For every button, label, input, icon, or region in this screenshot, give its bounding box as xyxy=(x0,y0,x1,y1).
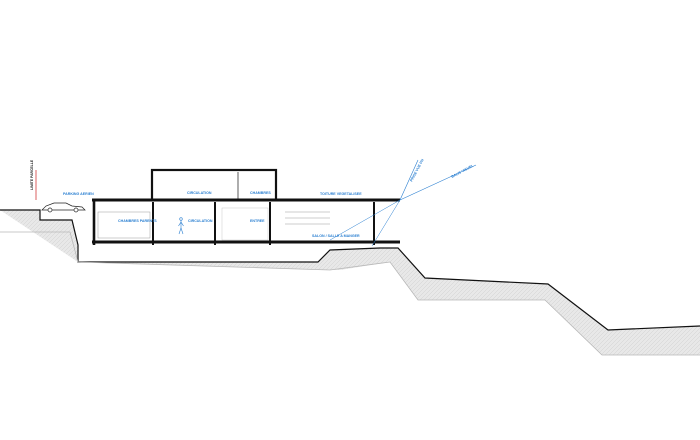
sightline-4 xyxy=(329,199,401,241)
sightline-1 xyxy=(399,159,419,201)
label-chambres-upper: CHAMBRES xyxy=(250,191,271,195)
upper-volume-walls xyxy=(150,168,278,202)
sightline-3 xyxy=(371,199,401,247)
car-icon xyxy=(41,202,86,213)
label-salon: SALON / SALLE A MANGER xyxy=(312,234,360,238)
terrain-outline xyxy=(0,209,700,331)
label-entree: ENTREE xyxy=(250,219,265,223)
terrain-section xyxy=(0,210,700,355)
sightline-2 xyxy=(399,164,477,201)
person-figure-icon xyxy=(178,217,184,235)
label-chambres-parents: CHAMBRES PARENTS xyxy=(118,219,157,223)
label-parking: PARKING AERIEN xyxy=(63,192,94,196)
circulation-lower-band xyxy=(221,207,269,241)
label-circulation-upper: CIRCULATION xyxy=(187,191,212,195)
label-toiture: TOITURE VEGETALISEE xyxy=(320,192,362,196)
chambres-interior-band xyxy=(97,211,151,239)
sightline-2-label: BALIS VISUEL xyxy=(451,163,475,179)
property-limit-label: LIMITE PARCELLE xyxy=(30,159,34,190)
label-circulation-lower: CIRCULATION xyxy=(188,219,213,223)
terrain-underside xyxy=(0,231,700,356)
